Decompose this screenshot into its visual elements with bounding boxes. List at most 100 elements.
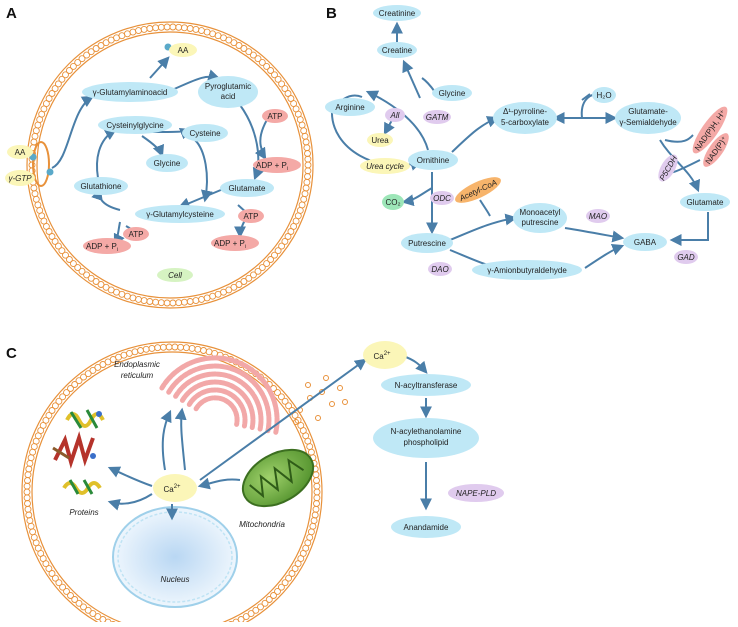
phospholipid-head	[278, 80, 286, 88]
phospholipid-head	[152, 298, 160, 306]
panel-b-nodes: Creatinine Creatine Arginine Glycine All…	[325, 5, 730, 280]
glutamate-a-node	[220, 179, 274, 197]
ca-right-label: Ca2+	[373, 351, 391, 361]
phospholipid-head	[281, 85, 289, 93]
calcium-ion	[337, 385, 343, 391]
arrow	[581, 93, 591, 101]
phospholipid-head	[175, 23, 183, 31]
arrow	[449, 213, 518, 241]
cell-membrane-c	[21, 341, 323, 627]
glutamate-b-node	[680, 193, 730, 211]
phospholipid-head	[87, 274, 95, 282]
phospholipid-head	[157, 299, 165, 307]
arginine-label: Arginine	[335, 103, 365, 112]
protein-atom	[90, 453, 96, 459]
phospholipid-head	[159, 343, 167, 351]
er-cisterna	[193, 395, 240, 427]
phospholipid-head	[169, 299, 177, 307]
arrow	[149, 56, 170, 79]
phospholipid-head	[288, 570, 296, 577]
urea-node	[367, 133, 393, 147]
atp-label-2: ATP	[244, 212, 259, 221]
phospholipid-head	[304, 155, 312, 163]
phospholipid-head	[277, 393, 285, 401]
anandamide-node	[391, 516, 461, 538]
phospholipid-head	[29, 528, 37, 536]
phospholipid-head	[84, 370, 92, 378]
phospholipid-head	[51, 574, 59, 582]
phospholipid-head	[97, 281, 105, 288]
phospholipid-head	[55, 397, 63, 405]
phospholipid-head	[235, 42, 243, 49]
atp-node-3	[123, 227, 149, 241]
phospholipid-head	[32, 127, 40, 135]
phospholipid-head	[48, 570, 56, 577]
phospholipid-head	[307, 528, 315, 536]
phospholipid-head	[263, 62, 271, 70]
phospholipid-head	[27, 522, 35, 530]
acetylcoa-shape	[455, 177, 501, 203]
phospholipid-head	[25, 465, 33, 473]
glutamylcysteine-node	[135, 205, 225, 223]
phospholipid-head	[67, 385, 74, 392]
mitochondria-cristae	[249, 458, 305, 499]
glutamate-a-label: Glutamate	[229, 184, 266, 193]
phospholipid-head	[198, 27, 205, 35]
phospholipid-head	[24, 500, 31, 507]
phospholipid-head	[45, 565, 53, 573]
gad-node	[674, 250, 698, 264]
phospholipid-head	[92, 45, 100, 52]
endoplasmic-label-2: reticulum	[121, 371, 154, 380]
phospholipid-head	[300, 195, 308, 203]
phospholipid-head	[177, 343, 185, 351]
proteins-illustration	[52, 409, 105, 495]
phospholipid-head	[65, 256, 73, 263]
phospholipid-head	[30, 138, 38, 146]
urea-label: Urea	[371, 136, 389, 145]
arrow	[479, 199, 491, 217]
arrow	[199, 358, 367, 481]
phospholipid-head	[278, 242, 286, 250]
phospholipid-head	[69, 62, 77, 70]
phospholipid-head	[240, 278, 248, 285]
phospholipid-head	[291, 411, 299, 419]
phospholipid-head	[83, 271, 91, 279]
protein-atom	[96, 411, 102, 417]
gaba-label: GABA	[634, 238, 657, 247]
p5cdh-shape	[658, 154, 678, 182]
creatine-label: Creatine	[382, 46, 413, 55]
phospholipid-head	[55, 579, 63, 587]
phospholipid-head	[94, 613, 102, 621]
phospholipid-head	[291, 565, 299, 573]
arrow	[584, 243, 625, 269]
mitochondria-label: Mitochondria	[239, 520, 285, 529]
phospholipid-head	[129, 28, 137, 36]
phospholipid-head	[313, 488, 321, 496]
calcium-ion	[342, 399, 348, 405]
phospholipid-head	[192, 25, 200, 33]
membrane-ring	[36, 31, 304, 299]
phospholipid-head	[281, 579, 289, 587]
phospholipid-head	[270, 592, 277, 599]
nape-pld-label: NAPE-PLD	[456, 489, 496, 498]
phospholipid-head	[277, 583, 285, 591]
arrow	[96, 128, 118, 179]
phospholipid-head	[274, 389, 281, 397]
phospholipid-head	[180, 298, 188, 306]
phospholipid-head	[80, 373, 87, 381]
glutamylcysteine-label: γ-Glutamylcysteine	[146, 210, 214, 219]
phospholipid-head	[203, 294, 211, 302]
phospholipid-head	[157, 23, 165, 31]
arrow	[107, 493, 153, 511]
putrescine-node	[401, 233, 453, 253]
phospholipid-head	[24, 505, 32, 513]
cysteinylglycine-node	[98, 116, 172, 134]
atp-label-3: ATP	[129, 230, 144, 239]
phospholipid-head	[83, 51, 91, 59]
phospholipid-head	[312, 505, 320, 513]
phospholipid-head	[59, 583, 67, 591]
phospholipid-head	[31, 190, 39, 198]
phospholipid-head	[74, 264, 82, 272]
p5cdh-node: P5CDH	[658, 154, 679, 182]
